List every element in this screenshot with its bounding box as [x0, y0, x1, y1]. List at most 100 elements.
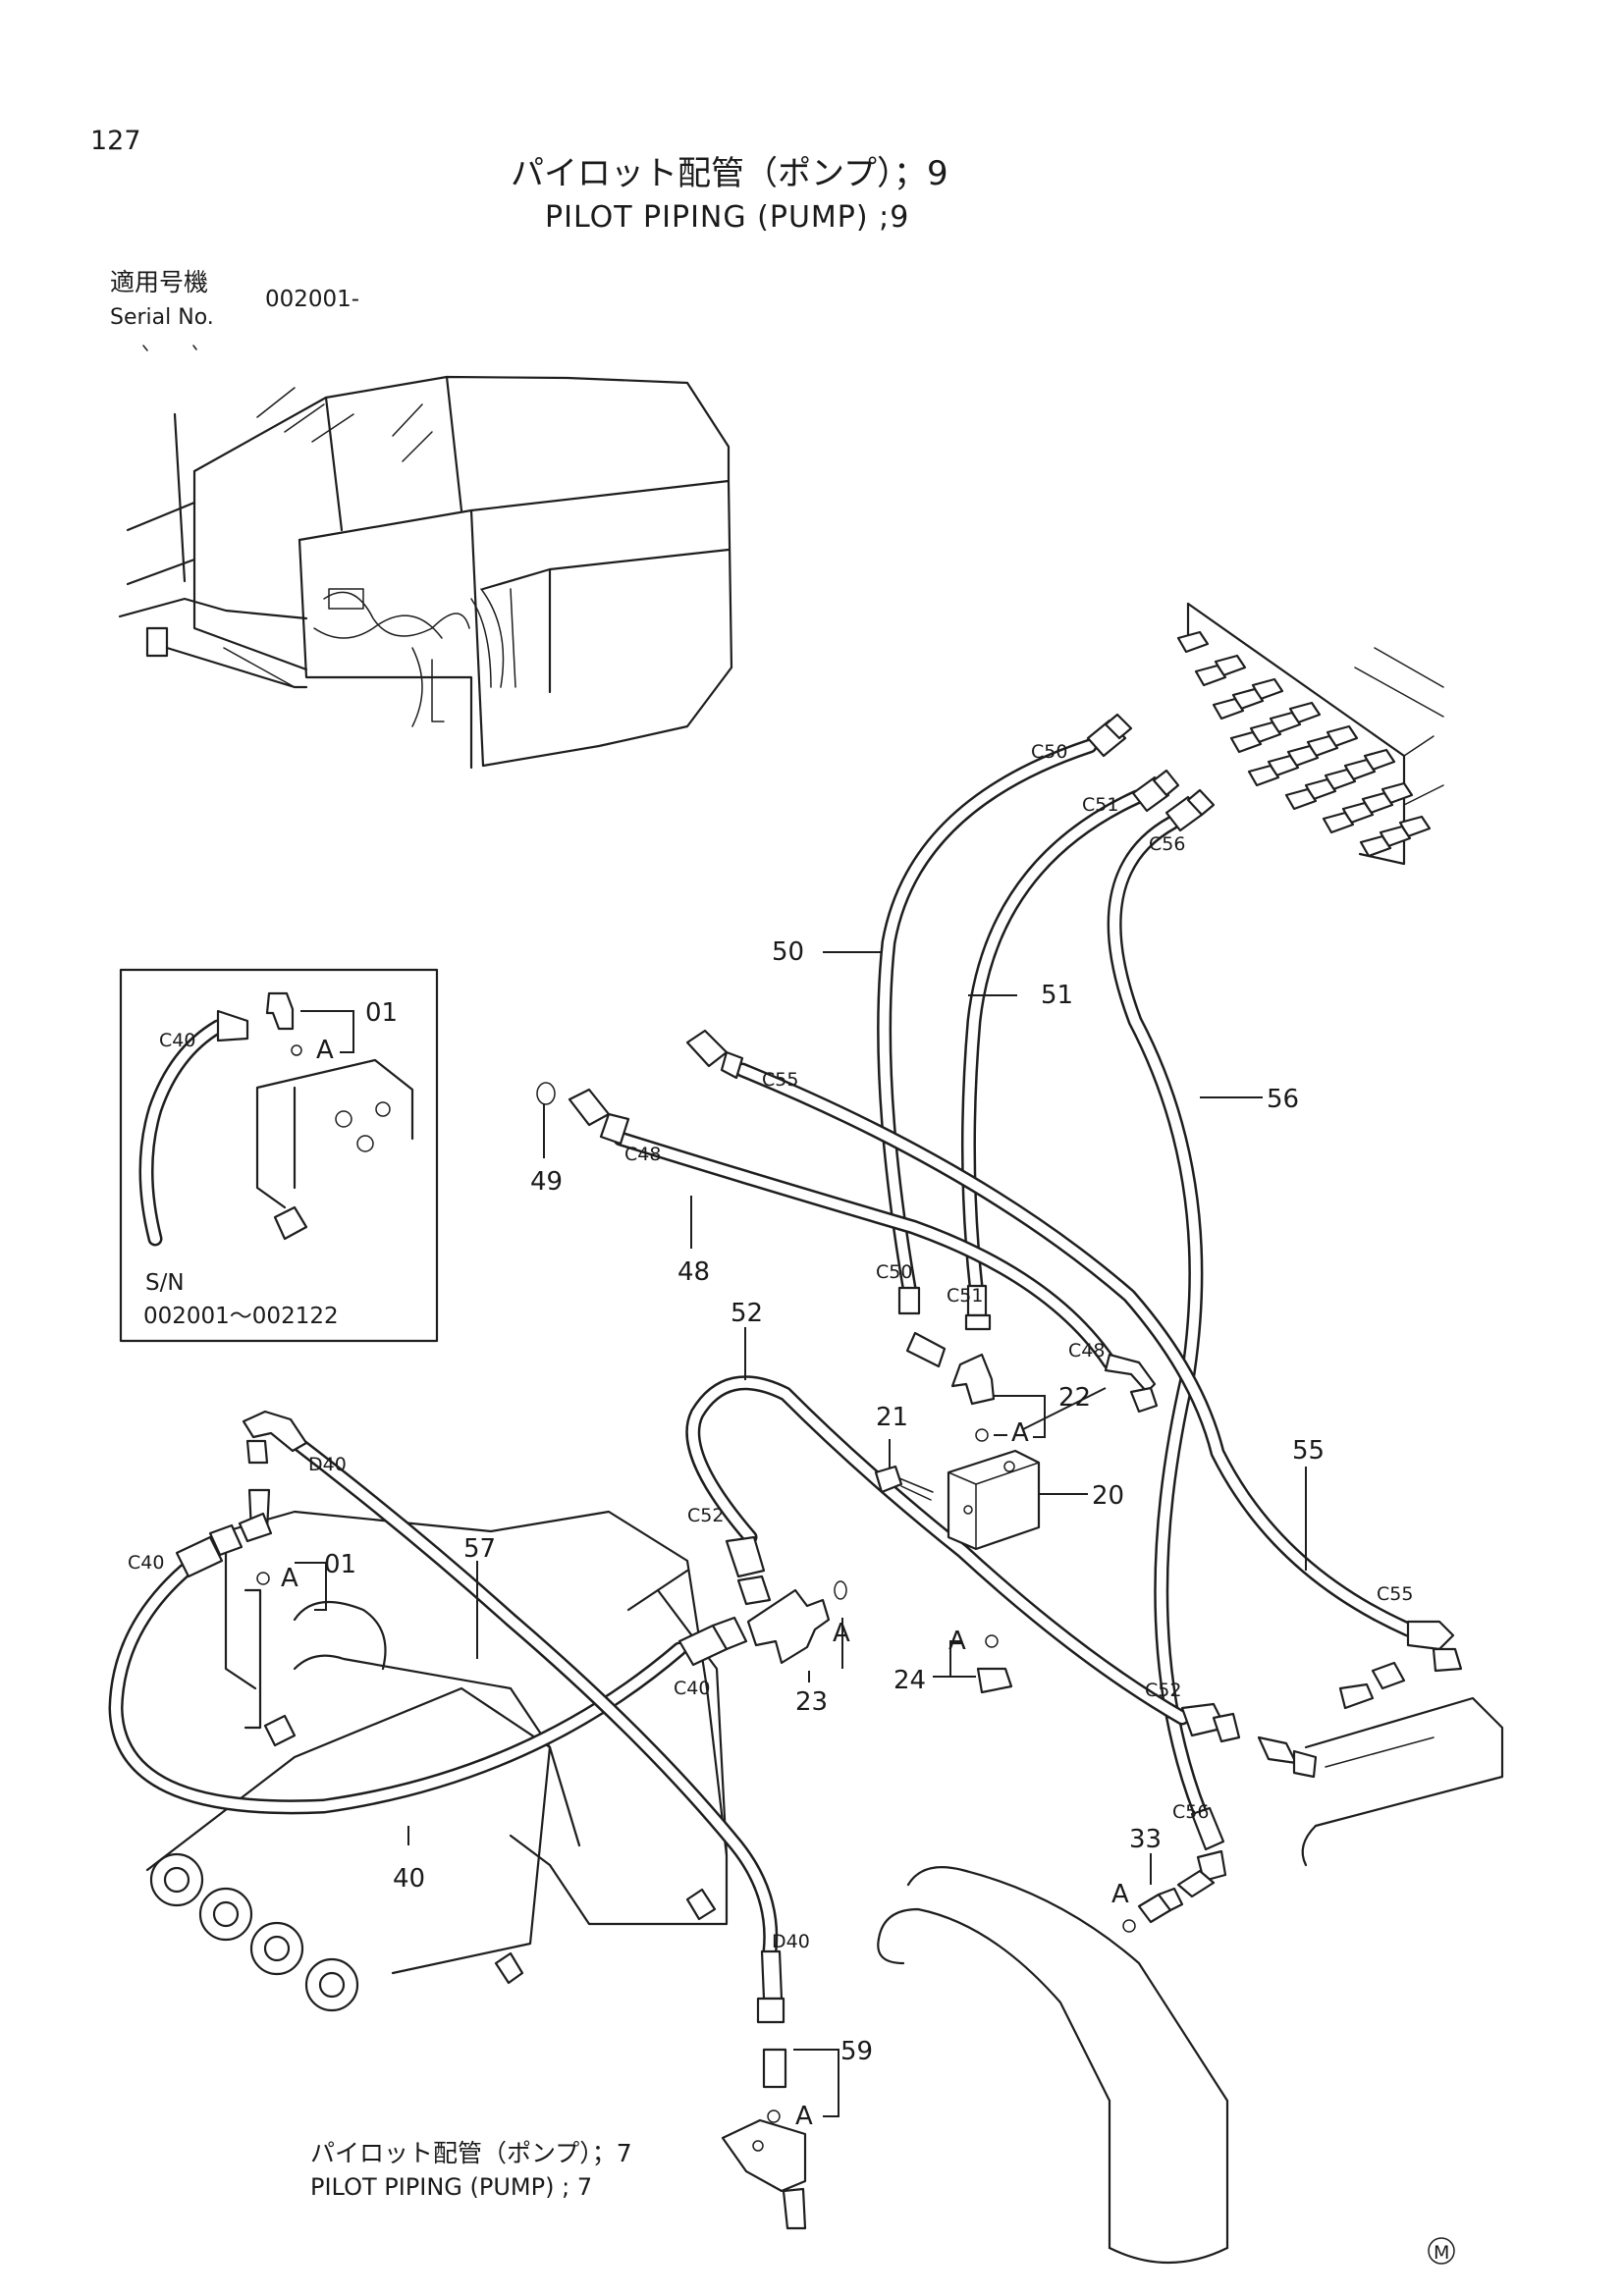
label-c51-top: C51 — [1082, 794, 1118, 816]
label-23: 23 — [795, 1687, 828, 1717]
o-ring-23 — [834, 1580, 847, 1600]
hose-50 — [877, 738, 1098, 1296]
fitting-c55-top — [685, 1029, 729, 1068]
label-c55-top: C55 — [762, 1069, 798, 1091]
label-a-24: A — [948, 1627, 966, 1656]
valve-fitting-12 — [1212, 697, 1245, 721]
title-japanese: パイロット配管（ポンプ）；9 — [511, 154, 948, 193]
lower-right-tube — [877, 1696, 1504, 2265]
label-c56-top: C56 — [1149, 833, 1185, 855]
fitting-c52-left — [725, 1535, 766, 1578]
leader-lines — [295, 951, 1307, 2117]
label-52: 52 — [731, 1299, 763, 1328]
label-51: 51 — [1041, 981, 1073, 1010]
fitting-c56-low — [1190, 1806, 1225, 1851]
o-ring-59 — [767, 2109, 781, 2123]
label-c50-top: C50 — [1031, 741, 1067, 763]
label-c40-left: C40 — [128, 1552, 164, 1574]
label-c50-mid: C50 — [876, 1261, 912, 1283]
tee-fitting-22 — [950, 1353, 996, 1406]
o-ring-24 — [985, 1634, 999, 1648]
hose-55-inner — [737, 1065, 1413, 1634]
machine-overview-sketch — [118, 345, 733, 770]
hose-52-inner — [687, 1377, 1187, 1723]
serial-label-japanese: 適用号機 — [110, 268, 209, 296]
valve-fitting-6 — [1194, 664, 1227, 687]
pump-body — [145, 1510, 729, 2012]
label-c52-right: C52 — [1145, 1680, 1181, 1701]
label-d40-top: D40 — [308, 1454, 347, 1475]
fitting-59 — [762, 2048, 787, 2089]
label-20: 20 — [1092, 1481, 1124, 1511]
hose-51-inner — [963, 792, 1142, 1291]
fitting-c48-mid — [1104, 1353, 1157, 1394]
hose-40-inner — [111, 1566, 684, 1812]
footer-ref-english: PILOT PIPING (PUMP) ; 7 — [310, 2173, 593, 2201]
hose-56-inner — [1110, 818, 1205, 1817]
label-c55-right: C55 — [1377, 1583, 1413, 1605]
label-a-59: A — [795, 2102, 813, 2131]
fitting-c40-left — [175, 1535, 224, 1578]
fitting-c55-right — [1406, 1620, 1455, 1651]
label-21: 21 — [876, 1403, 908, 1432]
label-59: 59 — [840, 2037, 873, 2066]
label-c56-low: C56 — [1172, 1801, 1209, 1823]
tee-fitting-23 — [746, 1588, 831, 1665]
label-a-33: A — [1111, 1880, 1129, 1909]
o-ring-22 — [975, 1428, 989, 1442]
label-a-22: A — [1011, 1418, 1029, 1448]
inset-box — [119, 968, 439, 1343]
serial-value: 002001- — [265, 287, 360, 312]
valve-fitting-18 — [1229, 730, 1263, 754]
label-48: 48 — [677, 1257, 710, 1287]
label-c48-top: C48 — [624, 1144, 661, 1165]
label-22: 22 — [1058, 1383, 1091, 1413]
label-d40-low: D40 — [772, 1931, 810, 1952]
label-inset-01: 01 — [365, 998, 398, 1028]
label-50: 50 — [772, 937, 804, 967]
label-inset-c40: C40 — [159, 1030, 195, 1051]
valve-block-fittings — [1176, 630, 1432, 858]
label-c40-mid: C40 — [674, 1678, 710, 1699]
valve-fitting-25 — [1322, 811, 1355, 834]
label-55: 55 — [1292, 1436, 1325, 1466]
hose-56 — [1107, 815, 1208, 1820]
footer-mark-symbol: M — [1428, 2237, 1455, 2265]
fittings — [175, 713, 1463, 2230]
footer-mark-letter: M — [1434, 2242, 1449, 2264]
label-a-01-main: A — [281, 1564, 298, 1593]
label-56: 56 — [1267, 1085, 1299, 1114]
label-33: 33 — [1129, 1825, 1162, 1854]
label-40: 40 — [393, 1864, 425, 1894]
label-24: 24 — [893, 1666, 926, 1695]
serial-label-english: Serial No. — [110, 305, 214, 330]
label-c51-mid: C51 — [947, 1285, 983, 1307]
labels: C50 C51 C56 50 51 56 C55 C48 49 48 C50 C… — [128, 741, 1413, 2131]
label-c48-mid: C48 — [1068, 1340, 1105, 1362]
valve-fitting-23 — [1247, 764, 1280, 787]
inset-sn-label: S/N — [145, 1270, 185, 1296]
valve-block-20 — [947, 1449, 1041, 1551]
hoses — [108, 738, 1416, 1959]
fitting-d40-low — [760, 1949, 784, 2001]
valve-fitting-0 — [1176, 630, 1210, 654]
inset-sn-range: 002001～002122 — [143, 1304, 339, 1329]
hose-48-inner — [616, 1134, 1114, 1367]
o-ring-01 — [256, 1572, 270, 1585]
plug-24 — [976, 1667, 1013, 1694]
footer-ref-japanese: パイロット配管（ポンプ）；7 — [310, 2139, 632, 2167]
hose-57-inner — [290, 1436, 776, 1956]
control-valve-block — [1186, 602, 1444, 866]
fitting-c50-mid — [897, 1286, 921, 1315]
label-c52-left: C52 — [687, 1505, 724, 1526]
title-english: PILOT PIPING (PUMP) ;9 — [545, 200, 910, 235]
label-01-main: 01 — [324, 1550, 356, 1579]
o-ring-49 — [536, 1082, 556, 1105]
hose-51 — [960, 789, 1145, 1294]
fitting-c48-top — [568, 1088, 611, 1127]
label-57: 57 — [463, 1534, 496, 1564]
label-49: 49 — [530, 1167, 563, 1197]
fitting-d40-top — [242, 1410, 308, 1453]
valve-fitting-lower — [721, 2118, 807, 2193]
